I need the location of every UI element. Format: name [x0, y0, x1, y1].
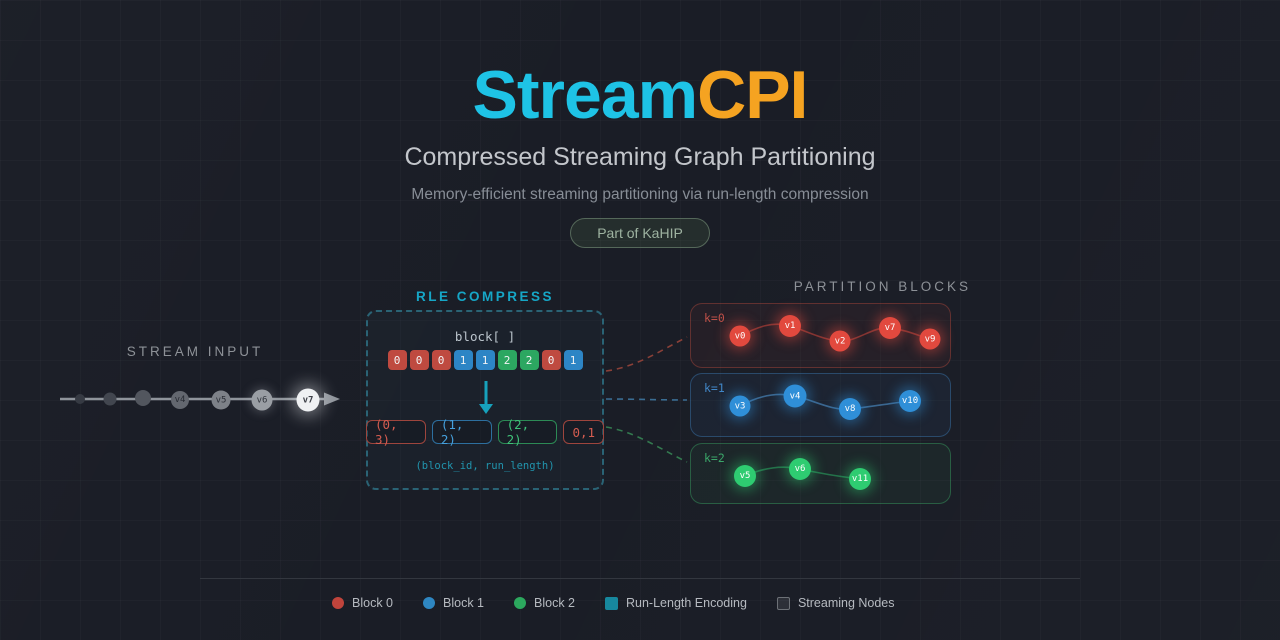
rle-compress-heading: RLE COMPRESS	[415, 289, 554, 304]
stream-node-v7: v7	[296, 388, 320, 412]
kahip-badge[interactable]: Part of KaHIP	[570, 218, 710, 248]
graph-node-v3: v3	[729, 395, 751, 417]
array-cell: 1	[453, 350, 473, 370]
legend-item-block2: Block 2	[514, 596, 575, 610]
graph-node-label: v11	[851, 474, 869, 484]
array-cell: 2	[497, 350, 517, 370]
stream-node-label: v5	[215, 395, 227, 405]
array-cell: 0	[541, 350, 561, 370]
legend-label: Block 1	[443, 596, 484, 610]
graph-node-v8: v8	[839, 398, 861, 420]
rle-caption: (block_id, run_length)	[415, 460, 555, 472]
graph-node-label: v0	[734, 331, 746, 341]
block-array-cells: 0 0 0 1 1 2 2 0 1	[366, 350, 604, 370]
legend-label: Block 2	[534, 596, 575, 610]
page-title: StreamCPI	[0, 57, 1280, 133]
graph-node-label: v6	[794, 464, 806, 474]
graph-node-v6: v6	[789, 458, 811, 480]
rle-tuple: 0,1	[563, 420, 605, 444]
graph-node-label: v7	[884, 323, 896, 333]
legend-item-block0: Block 0	[332, 596, 393, 610]
legend: Block 0 Block 1 Block 2 Run-Length Encod…	[332, 596, 895, 610]
rle-color-icon	[605, 596, 618, 610]
graph-node-v11: v11	[849, 468, 871, 490]
graph-node-label: v3	[734, 401, 746, 411]
connector-to-k1	[605, 398, 688, 401]
array-cell: 0	[387, 350, 407, 370]
partition-k1-tag: k=1	[704, 381, 725, 395]
graph-node-v7: v7	[879, 317, 901, 339]
graph-node-label: v8	[844, 404, 856, 414]
rle-tuple: (0, 3)	[366, 417, 426, 447]
graph-node-v2: v2	[829, 330, 851, 352]
graph-node-label: v10	[901, 396, 919, 406]
stream-node-v4: v4	[171, 391, 189, 409]
graph-node-label: v4	[789, 391, 801, 401]
stream-arrowhead-icon	[324, 392, 340, 406]
title-part-cpi: CPI	[697, 57, 808, 133]
rle-tuple: (2, 2)	[497, 417, 558, 447]
block1-color-icon	[423, 597, 435, 609]
block0-color-icon	[332, 597, 344, 609]
partition-k2-tag: k=2	[704, 451, 725, 465]
connector-to-k2	[605, 426, 688, 463]
legend-item-block1: Block 1	[423, 596, 484, 610]
rle-tuple: (1, 2)	[431, 417, 492, 447]
graph-node-v9: v9	[919, 328, 941, 350]
page-tagline: Memory-efficient streaming partitioning …	[411, 186, 869, 203]
array-cell: 1	[475, 350, 495, 370]
title-part-stream: Stream	[472, 57, 699, 133]
stream-node-label: v7	[302, 395, 314, 405]
streaming-nodes-color-icon	[776, 596, 790, 610]
array-cell: 0	[431, 350, 451, 370]
stream-node-label: v4	[174, 395, 186, 405]
stream-node-v6: v6	[251, 389, 273, 411]
graph-node-v1: v1	[779, 315, 801, 337]
stream-input-heading: STREAM INPUT	[126, 344, 264, 359]
stream-node	[75, 394, 85, 404]
legend-label: Streaming Nodes	[797, 596, 895, 610]
stream-node	[103, 392, 117, 406]
legend-label: Block 0	[352, 596, 393, 610]
stream-node	[135, 390, 151, 406]
edges-k1	[739, 393, 911, 410]
graph-node-v4: v4	[783, 384, 807, 408]
partition-block-k0: k=0	[690, 303, 951, 368]
graph-node-label: v2	[834, 336, 846, 346]
graph-node-label: v1	[784, 321, 796, 331]
stream-node-v5: v5	[211, 390, 231, 410]
partition-k0-tag: k=0	[704, 311, 725, 325]
block-array-label: block[ ]	[454, 329, 516, 344]
graph-node-label: v9	[924, 334, 936, 344]
rle-down-arrowhead-icon	[479, 404, 493, 414]
legend-item-streaming-nodes: Streaming Nodes	[776, 596, 895, 610]
legend-divider	[200, 578, 1080, 579]
legend-label: Run-Length Encoding	[626, 596, 747, 610]
partition-blocks-heading: PARTITION BLOCKS	[793, 279, 971, 294]
array-cell: 1	[563, 350, 583, 370]
array-cell: 0	[409, 350, 429, 370]
connector-to-k0	[605, 336, 688, 372]
rle-tuples: (0, 3) (1, 2) (2, 2) 0,1	[366, 417, 605, 447]
badge-row: Part of KaHIP	[0, 218, 1280, 248]
graph-node-v0: v0	[729, 325, 751, 347]
block2-color-icon	[514, 597, 526, 609]
graph-node-v5: v5	[734, 465, 756, 487]
legend-item-rle: Run-Length Encoding	[605, 596, 747, 610]
array-cell: 2	[519, 350, 539, 370]
graph-node-label: v5	[739, 471, 751, 481]
partition-block-k2: k=2	[690, 443, 951, 504]
graph-node-v10: v10	[899, 390, 921, 412]
stream-node-label: v6	[256, 395, 268, 405]
page-subtitle: Compressed Streaming Graph Partitioning	[404, 143, 876, 171]
